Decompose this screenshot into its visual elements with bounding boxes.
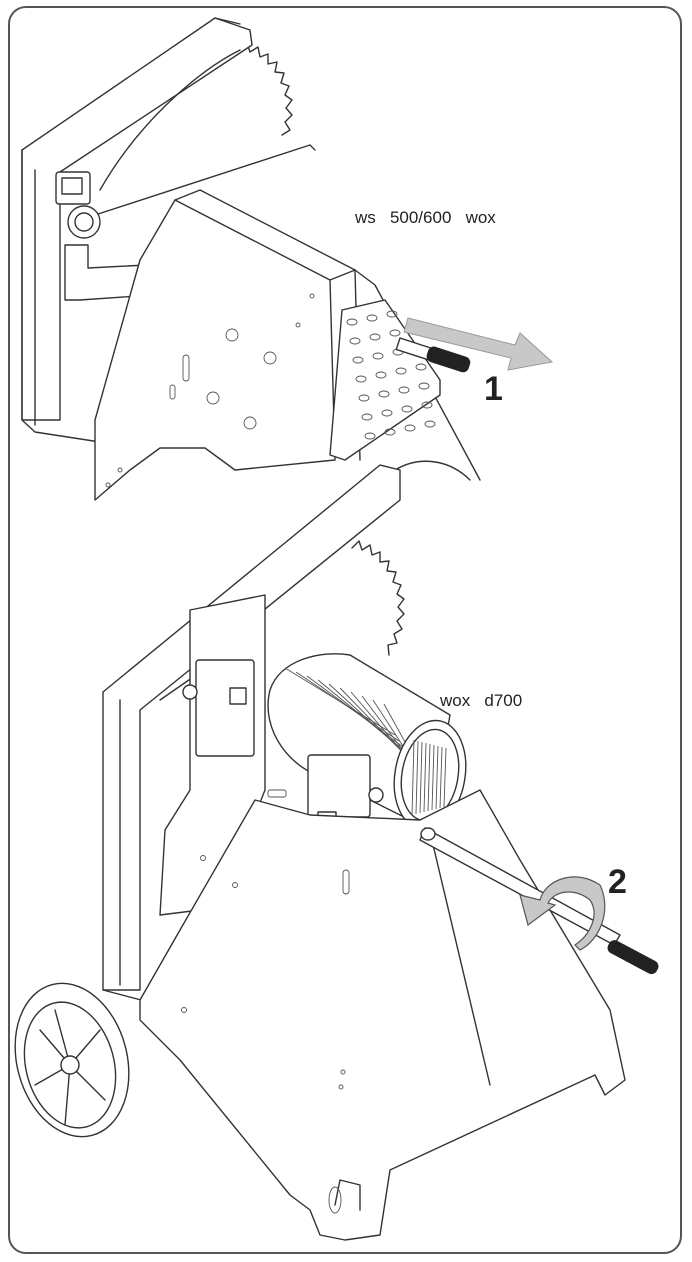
grille-bar [443, 747, 447, 808]
perforation-hole [352, 356, 364, 364]
perforation-hole [386, 310, 398, 318]
perforation-hole [421, 401, 433, 409]
perforation-hole [395, 367, 407, 375]
perforation-hole [418, 382, 430, 390]
perforation-hole [349, 337, 361, 345]
perforation-hole [415, 363, 427, 371]
step-2-label: 2 [608, 863, 627, 901]
perforation-hole [355, 375, 367, 383]
mounting-slots [105, 293, 315, 488]
perforation-hole [389, 329, 401, 337]
perforation-hole [364, 432, 376, 440]
perforation-hole [398, 386, 410, 394]
motor-fin [306, 675, 404, 748]
step-1-label: 1 [484, 370, 503, 408]
bottom-model-label: wox d700 [439, 691, 522, 710]
wheel-icon [14, 982, 130, 1138]
saw-blade-icon [229, 41, 293, 136]
perforation-hole [381, 409, 393, 417]
grille-bar [415, 740, 419, 815]
grille-bar [439, 746, 443, 809]
motor-icon [267, 653, 467, 831]
bottom-saw-assembly [14, 464, 659, 1241]
top-model-label: ws 500/600 wox [354, 208, 496, 227]
perforation-hole [375, 371, 387, 379]
perforation-hole [378, 390, 390, 398]
switch-box-icon [182, 659, 255, 757]
perforation-hole [366, 314, 378, 322]
grille-bar [435, 745, 439, 810]
perforation-hole [384, 428, 396, 436]
grille-bar [431, 744, 435, 811]
perforation-hole [401, 405, 413, 413]
perforation-hole [358, 394, 370, 402]
rotate-arrow-icon [519, 876, 606, 951]
perforation-hole [361, 413, 373, 421]
handle-icon [395, 337, 471, 373]
pull-arrow-icon [403, 317, 554, 371]
perforated-plate [329, 299, 441, 461]
grille-bar [423, 742, 427, 813]
perforation-hole [404, 424, 416, 432]
perforation-hole [346, 318, 358, 326]
saw-blade-icon [351, 540, 405, 656]
handle-icon [419, 827, 659, 975]
grille-bar [419, 741, 423, 814]
perforation-hole [372, 352, 384, 360]
top-saw-assembly [21, 17, 554, 501]
perforation-hole [424, 420, 436, 428]
motor-fin [317, 679, 408, 754]
grille-bar [411, 739, 415, 816]
switch-box-icon [55, 171, 101, 239]
grille-bar [427, 743, 431, 812]
perforation-hole [369, 333, 381, 341]
